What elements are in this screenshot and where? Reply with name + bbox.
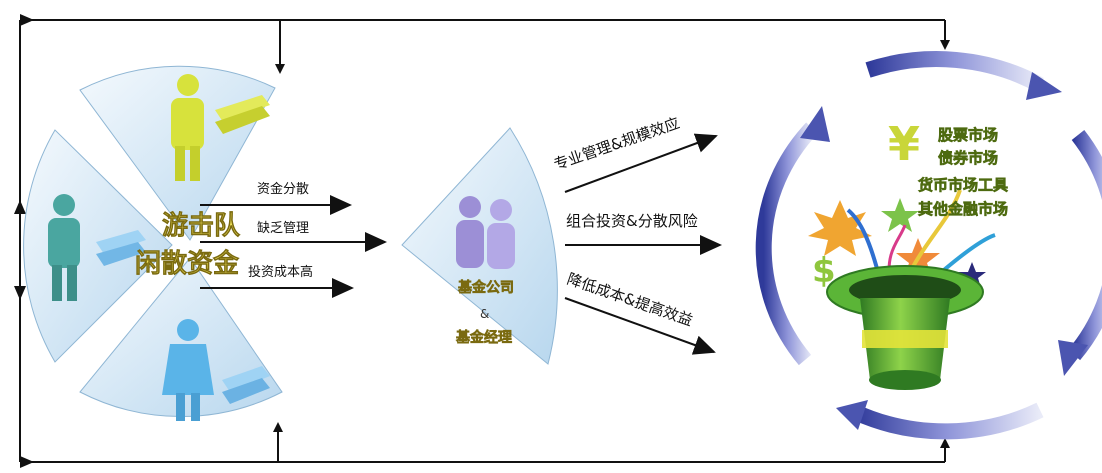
outer-feedback-loop — [14, 14, 950, 468]
right-market-group: ¥ $ 股票市场 债券市场 — [755, 51, 1102, 440]
market-label-3: 货币市场工具 — [918, 176, 1008, 194]
middle-line2: & — [480, 307, 489, 321]
middle-line1: 基金公司 — [458, 279, 514, 296]
arrow-left-top — [20, 14, 34, 26]
person-yellow-icon — [171, 74, 204, 181]
market-label-1: 股票市场 — [938, 126, 998, 144]
people-purple-icon — [456, 196, 515, 269]
magic-hat-icon — [826, 265, 984, 390]
dollar-icon: $ — [812, 251, 836, 291]
left-title-line2: 闲散资金 — [135, 248, 240, 279]
left-title-line1: 游击队 — [162, 211, 241, 241]
market-label-2: 债券市场 — [938, 149, 998, 167]
arrow-up-left-side — [14, 200, 26, 214]
left-arrow-label-2: 缺乏管理 — [257, 221, 309, 236]
maple-leaf-icon — [808, 200, 872, 256]
left-arrows: 资金分散 缺乏管理 投资成本高 — [200, 181, 387, 298]
yen-icon: ¥ — [888, 117, 920, 171]
svg-text:¥: ¥ — [888, 117, 920, 171]
middle-arrow-label-2: 组合投资&分散风险 — [566, 212, 698, 230]
money-stack-blue-icon — [96, 230, 146, 266]
middle-line3: 基金经理 — [456, 329, 512, 346]
middle-arrow-label-1: 专业管理&规模效应 — [551, 114, 681, 174]
money-stack-yellow-icon — [215, 95, 270, 134]
arrow-up-left-side-lower — [14, 286, 26, 300]
svg-text:$: $ — [812, 251, 836, 291]
circular-arrows-ring — [755, 51, 1102, 440]
middle-fund-group: 基金公司 & 基金经理 — [401, 127, 558, 365]
middle-arrows: 专业管理&规模效应 组合投资&分散风险 降低成本&提高效益 — [551, 114, 722, 355]
market-label-4: 其他金融市场 — [918, 200, 1008, 218]
person-blue-icon — [162, 319, 214, 421]
left-arrow-label-3: 投资成本高 — [248, 264, 313, 280]
panel-left — [23, 129, 173, 363]
left-arrow-label-1: 资金分散 — [257, 181, 309, 197]
person-teal-icon — [48, 194, 80, 301]
money-stack-lightblue-icon — [222, 366, 270, 404]
star-green-icon — [881, 198, 919, 232]
arrow-left-bottom — [20, 456, 34, 468]
left-investor-group: 游击队 闲散资金 — [23, 65, 283, 421]
